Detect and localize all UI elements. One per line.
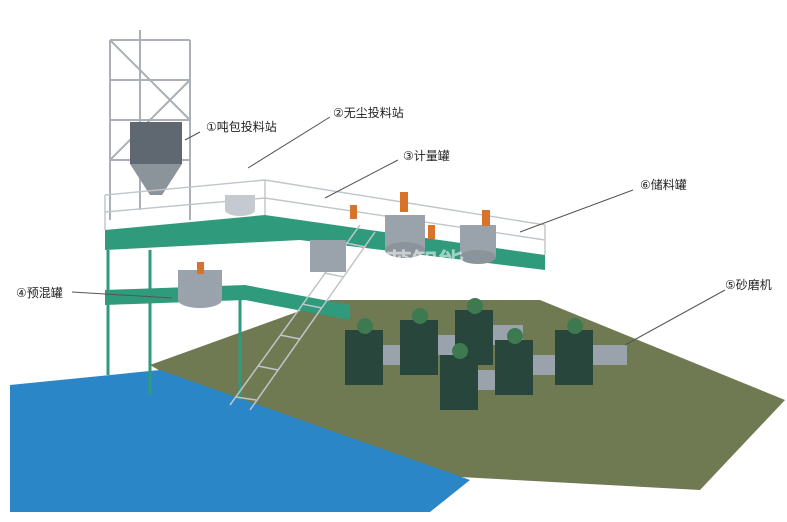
leader-c6 — [519, 189, 634, 233]
ton-bag-hopper — [130, 122, 182, 164]
callout-metering-tank: ③计量罐 — [403, 149, 450, 163]
leader-c4 — [71, 291, 173, 299]
sand-mills — [345, 298, 627, 410]
callout-storage-tank: ⑥储料罐 — [640, 178, 687, 192]
leader-c3 — [324, 159, 399, 199]
support-columns — [106, 250, 242, 400]
leader-c1 — [184, 131, 201, 141]
leader-lines — [71, 116, 726, 346]
lower-platform — [105, 285, 350, 320]
callout-ton-bag-station: ①吨包投料站 — [206, 120, 277, 134]
watermark-cn: 根茂智能 — [360, 248, 464, 279]
watermark-en: G N G L — [365, 284, 460, 300]
callout-dustless-station: ②无尘投料站 — [333, 106, 404, 120]
callout-sand-mill: ⑤砂磨机 — [725, 278, 772, 292]
hopper-cone — [130, 164, 182, 195]
premix-tanks — [178, 195, 255, 308]
leader-c2 — [247, 116, 331, 169]
blue-floor — [10, 370, 470, 512]
leader-c5 — [624, 289, 726, 346]
callout-premix-tank: ④预混罐 — [16, 286, 63, 300]
upper-railing — [104, 179, 546, 255]
storage-tanks — [197, 192, 496, 274]
